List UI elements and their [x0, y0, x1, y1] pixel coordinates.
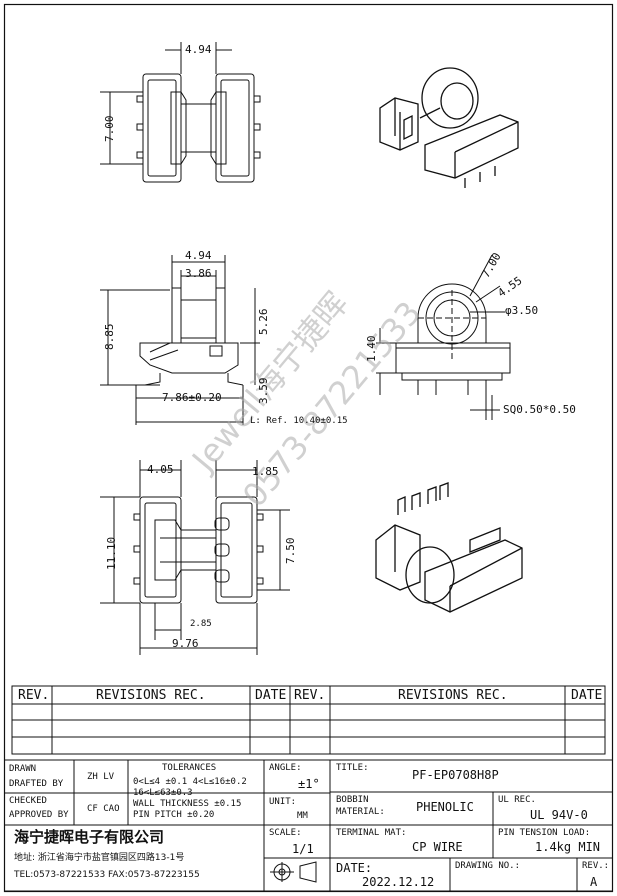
- company-name: 海宁捷晖电子有限公司: [14, 828, 165, 846]
- ul-value: UL 94V-0: [530, 808, 588, 822]
- dim-top-width: 4.94: [185, 43, 212, 56]
- rev-value: A: [590, 875, 598, 889]
- unit-value: MM: [297, 811, 308, 821]
- dim-bottom-inner-height: 7.50: [284, 537, 297, 565]
- drafted-label: DRAFTED BY: [9, 779, 64, 789]
- tolerances-header: TOLERANCES: [162, 763, 217, 773]
- unit-label: UNIT:: [269, 797, 297, 807]
- tolerance-line-3: WALL THICKNESS ±0.15: [133, 799, 242, 809]
- isometric-view-top: [379, 67, 519, 188]
- date-header-left: DATE: [255, 688, 287, 703]
- dim-top-height: 7.00: [103, 115, 116, 143]
- company-address: 地址: 浙江省海宁市盐官镇园区四路13-1号: [14, 853, 185, 863]
- checked-label: CHECKED: [9, 796, 47, 806]
- scale-label: SCALE:: [269, 828, 302, 838]
- isometric-view-bottom: [375, 482, 523, 613]
- dim-front-inner: 3.86: [185, 267, 212, 280]
- date-label: DATE:: [336, 861, 373, 875]
- approved-label: APPROVED BY: [9, 810, 69, 820]
- tolerance-line-4: PIN PITCH ±0.20: [133, 810, 215, 820]
- rev-header-right: REV.: [294, 688, 326, 703]
- drawing-no-label: DRAWING NO.:: [455, 861, 521, 871]
- material-label: MATERIAL:: [336, 807, 385, 817]
- drawn-label: DRAWN: [9, 764, 37, 774]
- dim-bottom-right: 1.85: [252, 465, 279, 478]
- dim-pin-length: L: Ref. 10.40±0.15: [250, 416, 348, 426]
- sheet-border: [3, 3, 614, 893]
- title-label: TITLE:: [336, 763, 369, 773]
- top-view: [100, 42, 261, 183]
- rev-label: REV.:: [582, 861, 610, 871]
- dim-bottom-width: 9.76: [172, 637, 199, 650]
- bottom-view: [100, 460, 290, 655]
- tolerance-line-2: 16<L≤63±0.3: [133, 788, 193, 798]
- title-block-lines: [4, 759, 613, 892]
- dim-side-1-40: 1.40: [365, 335, 378, 363]
- terminal-value: CP WIRE: [412, 840, 463, 854]
- revisions-table-lines: [11, 685, 606, 755]
- company-tel-fax: TEL:0573-87221533 FAX:0573-87223155: [14, 870, 200, 880]
- approved-by: CF CAO: [87, 804, 120, 814]
- rev-header-left: REV.: [18, 688, 50, 703]
- tension-value: 1.4kg MIN: [535, 840, 601, 854]
- material-value: PHENOLIC: [416, 800, 474, 814]
- scale-value: 1/1: [292, 842, 314, 856]
- dim-front-inner-height: 5.26: [257, 308, 270, 336]
- side-view: [376, 254, 511, 420]
- tolerance-line-1: 0<L≤4 ±0.1 4<L≤16±0.2: [133, 777, 247, 787]
- dim-bottom-height: 11.10: [105, 536, 118, 570]
- bobbin-label: BOBBIN: [336, 795, 369, 805]
- dim-front-bottom: 3.59: [257, 377, 270, 405]
- dim-front-height: 8.85: [103, 323, 116, 351]
- drafted-by: ZH LV: [87, 772, 115, 782]
- angle-label: ANGLE:: [269, 763, 302, 773]
- dim-side-dia: φ3.50: [505, 304, 539, 317]
- dim-front-width: 4.94: [185, 249, 212, 262]
- date-header-right: DATE: [571, 688, 603, 703]
- date-value: 2022.12.12: [362, 875, 435, 889]
- title-value: PF-EP0708H8P: [412, 768, 499, 782]
- revisions-rec-header-left: REVISIONS REC.: [96, 688, 206, 703]
- terminal-label: TERMINAL MAT:: [336, 828, 407, 838]
- ul-label: UL REC.: [498, 795, 536, 805]
- dim-front-base-width: 7.86±0.20: [162, 391, 222, 404]
- front-view: [100, 255, 260, 425]
- dim-bottom-pitch: 2.85: [190, 619, 212, 629]
- revisions-rec-header-right: REVISIONS REC.: [398, 688, 508, 703]
- angle-value: ±1°: [298, 777, 320, 791]
- dim-bottom-left: 4.05: [147, 463, 174, 476]
- dim-pin-sq: SQ0.50*0.50: [503, 403, 576, 416]
- tension-label: PIN TENSION LOAD:: [498, 828, 591, 838]
